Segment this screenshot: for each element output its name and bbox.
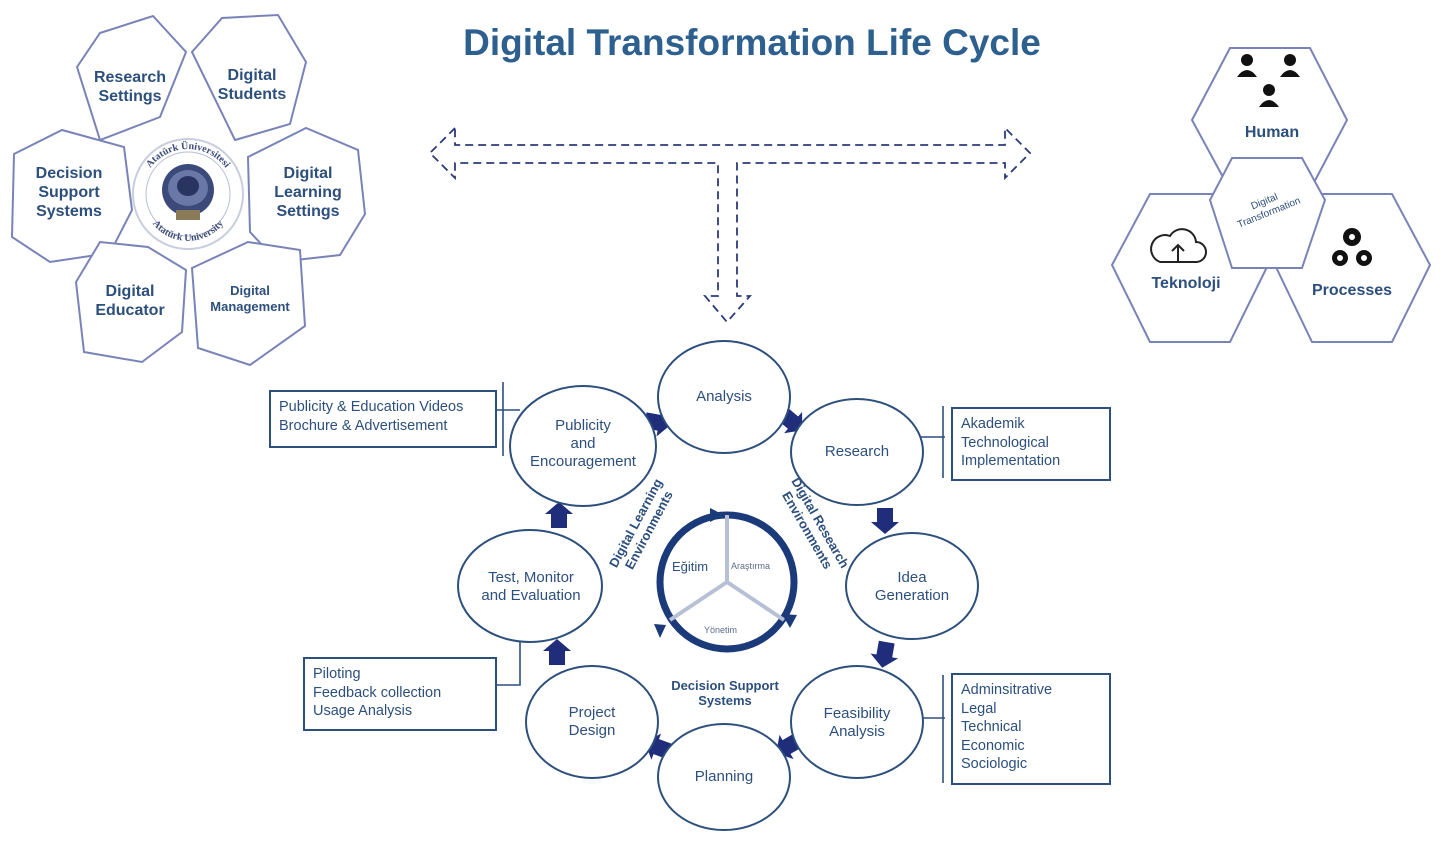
hex-digital-transformation [1208, 157, 1327, 269]
page-title: Digital Transformation Life Cycle [463, 22, 1041, 63]
segment-yonetim: Yönetim [704, 625, 738, 635]
node-idea-generation [845, 532, 979, 640]
box-feasibility-line: Sociologic [961, 756, 1028, 773]
label-digital-educator: Digital Educator [95, 283, 165, 320]
label-digital-learning: Digital Learning Settings [274, 165, 342, 221]
cycle-arrow [545, 502, 573, 528]
box-research: Akademik Technological Implementation [951, 407, 1111, 481]
box-research-line: Technological [961, 434, 1049, 451]
segment-arastirma: Araştırma [731, 561, 771, 571]
hex-digital-learning [246, 126, 367, 264]
hex-digital-management [190, 240, 307, 367]
box-connectors [495, 382, 945, 783]
box-research-line: Akademik [961, 416, 1025, 432]
cycle-nodes [457, 340, 979, 831]
cycle-arrow [543, 639, 571, 665]
node-planning [657, 723, 791, 831]
cloud-upload-icon [1150, 228, 1207, 263]
node-research [790, 398, 924, 506]
box-publicity-line: Publicity & Education Videos [279, 399, 464, 415]
hex-digital-students [190, 13, 308, 142]
box-test-line: Piloting [313, 666, 361, 682]
top-dashed-arrow [428, 125, 1032, 324]
label-test-monitor: Test, Monitor and Evaluation [481, 569, 581, 604]
box-research-line: Implementation [961, 453, 1061, 470]
node-publicity [509, 385, 657, 507]
box-test-line: Usage Analysis [313, 703, 413, 720]
cycle-arrow [870, 640, 899, 668]
node-test-monitor [457, 529, 603, 643]
box-feasibility-line: Adminsitrative [961, 682, 1053, 698]
box-publicity: Publicity & Education Videos Brochure & … [269, 390, 497, 448]
label-project-design: Project Design [568, 704, 616, 739]
label-research: Research [824, 443, 890, 460]
right-hex-cluster [1110, 47, 1432, 343]
node-project-design [525, 665, 659, 779]
node-analysis [657, 340, 791, 454]
box-feasibility-line: Legal [961, 700, 997, 717]
label-analysis: Analysis [696, 388, 752, 405]
decision-support-label: Decision Support Systems [671, 678, 779, 708]
gears-icon [1332, 228, 1372, 266]
label-research-settings: Research Settings [93, 69, 167, 106]
label-teknoloji: Teknoloji [1151, 275, 1221, 292]
label-publicity: Publicity and Encouragement [530, 417, 636, 470]
inner-cycle [654, 508, 798, 653]
box-publicity-line: Brochure & Advertisement [279, 417, 448, 434]
label-processes: Processes [1311, 282, 1393, 299]
box-test-line: Feedback collection [313, 684, 442, 701]
hex-decision-support [10, 128, 134, 264]
cycle-arrow [871, 508, 899, 534]
segment-egitim: Eğitim [672, 559, 709, 574]
label-human: Human [1244, 124, 1300, 141]
node-feasibility [790, 665, 924, 779]
label-idea-generation: Idea Generation [874, 569, 950, 604]
box-feasibility: Adminsitrative Legal Technical Economic … [951, 673, 1111, 785]
hex-digital-educator [74, 240, 188, 364]
label-feasibility: Feasibility Analysis [823, 705, 891, 740]
label-planning: Planning [694, 768, 754, 785]
label-decision-support: Decision Support Systems [35, 165, 103, 221]
box-feasibility-line: Economic [961, 737, 1025, 754]
label-digital-students: Digital Students [217, 67, 287, 104]
box-feasibility-line: Technical [961, 719, 1022, 736]
box-test: Piloting Feedback collection Usage Analy… [303, 657, 497, 731]
left-hex-cluster [10, 13, 367, 367]
people-icon [1237, 54, 1300, 107]
university-seal [132, 138, 244, 250]
label-digital-management: Digital Management [210, 283, 290, 314]
